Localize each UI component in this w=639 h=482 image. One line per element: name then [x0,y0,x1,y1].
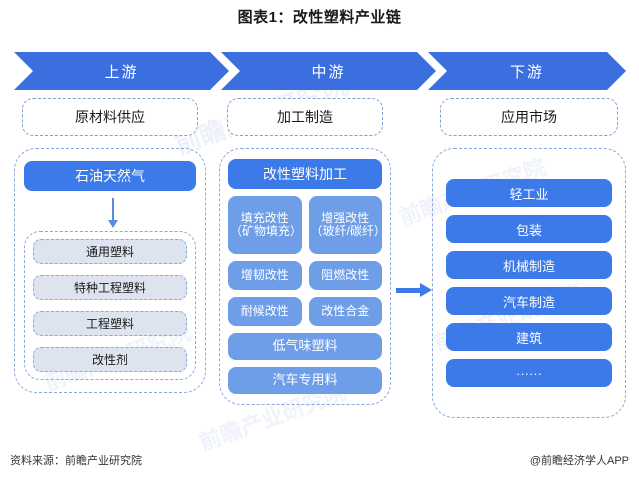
process-row: 增韧改性 阻燃改性 [228,261,382,290]
downstream-header: 应用市场 [440,98,618,136]
application-item[interactable]: 机械制造 [446,251,612,279]
stage-upstream[interactable]: 上游 [14,52,229,90]
upstream-primary[interactable]: 石油天然气 [24,161,196,191]
source-note: 资料来源：前瞻产业研究院 [10,455,142,467]
midstream-body: 改性塑料加工 填充改性（矿物填充） 增强改性（玻纤/碳纤） 增韧改性 阻燃改性 … [219,148,391,405]
process-row: 耐候改性 改性合金 [228,297,382,326]
downstream-body: 轻工业 包装 机械制造 汽车制造 建筑 ······ [432,148,626,418]
material-item[interactable]: 通用塑料 [33,239,187,264]
process-item[interactable]: 改性合金 [308,297,382,326]
material-item[interactable]: 特种工程塑料 [33,275,187,300]
process-item[interactable]: 耐候改性 [228,297,302,326]
column-midstream: 加工制造 改性塑料加工 填充改性（矿物填充） 增强改性（玻纤/碳纤） 增韧改性 … [219,98,391,405]
stage-downstream[interactable]: 下游 [428,52,626,90]
application-item[interactable]: 包装 [446,215,612,243]
right-arrow-icon [396,283,432,297]
down-arrow-icon [108,198,118,228]
product-item[interactable]: 汽车专用料 [228,367,382,394]
upstream-body: 石油天然气 通用塑料 特种工程塑料 工程塑料 改性剂 [14,148,206,393]
midstream-header: 加工制造 [227,98,383,136]
process-item[interactable]: 增强改性（玻纤/碳纤） [308,196,386,254]
midstream-primary[interactable]: 改性塑料加工 [228,159,382,189]
application-item[interactable]: 轻工业 [446,179,612,207]
application-item[interactable]: ······ [446,359,612,387]
column-downstream: 应用市场 轻工业 包装 机械制造 汽车制造 建筑 ······ [432,98,626,418]
process-row: 填充改性（矿物填充） 增强改性（玻纤/碳纤） [228,196,386,254]
upstream-materials-group: 通用塑料 特种工程塑料 工程塑料 改性剂 [24,231,196,380]
application-item[interactable]: 汽车制造 [446,287,612,315]
stage-midstream[interactable]: 中游 [221,52,436,90]
process-item[interactable]: 填充改性（矿物填充） [228,196,302,254]
process-item[interactable]: 阻燃改性 [308,261,382,290]
product-item[interactable]: 低气味塑料 [228,333,382,360]
upstream-header: 原材料供应 [22,98,198,136]
process-item[interactable]: 增韧改性 [228,261,302,290]
application-item[interactable]: 建筑 [446,323,612,351]
stage-banner: 上游 中游 下游 [14,52,626,90]
page-title: 图表1：改性塑料产业链 [237,9,402,26]
app-credit: @前瞻经济学人APP [529,455,629,467]
material-item[interactable]: 改性剂 [33,347,187,372]
material-item[interactable]: 工程塑料 [33,311,187,336]
column-upstream: 原材料供应 石油天然气 通用塑料 特种工程塑料 工程塑料 改性剂 [14,98,206,393]
